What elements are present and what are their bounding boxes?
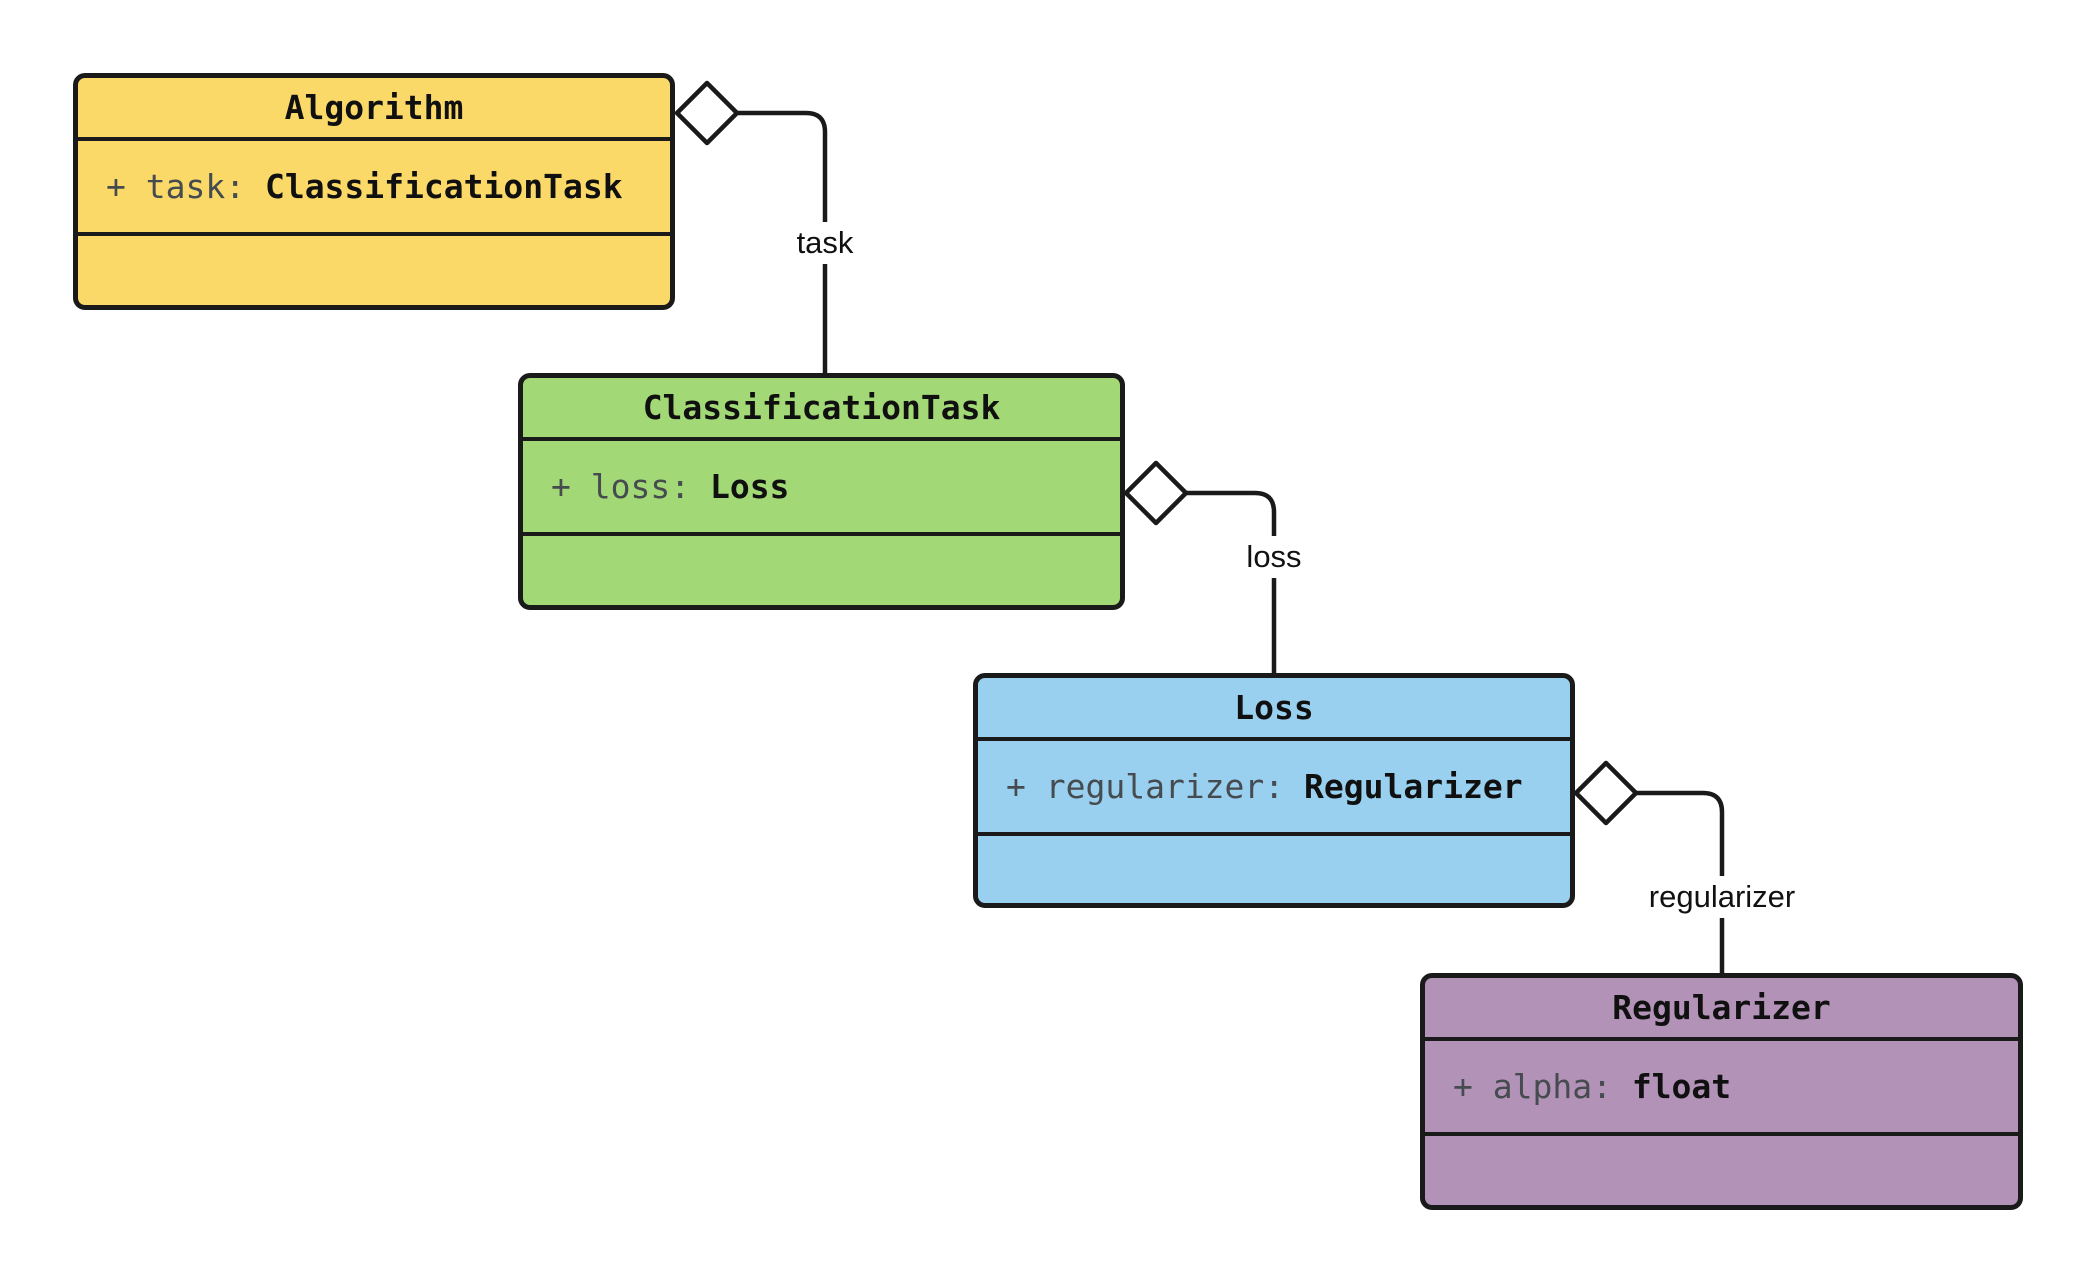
attribute-type: ClassificationTask [264,167,623,206]
class-box-classificationtask: ClassificationTask + loss: Loss [518,373,1125,610]
class-box-algorithm: Algorithm + task: ClassificationTask [73,73,675,310]
edge-connector-line [737,110,828,373]
attribute-type: float [1631,1067,1732,1106]
attribute-row: + alpha: float [1453,1067,2018,1106]
aggregation-diamond-icon [1123,460,1189,526]
edge-label-regularizer: regularizer [1640,876,1804,918]
class-title: Algorithm [78,78,670,141]
methods-compartment [523,536,1120,605]
edge-classificationtask-to-loss [1123,460,1277,673]
attribute-type: Loss [709,467,790,506]
attribute-name: + task: [106,167,265,206]
aggregation-diamond-icon [1573,760,1639,826]
attribute-name: + regularizer: [1006,767,1305,806]
edge-label-loss: loss [1238,536,1310,578]
attribute-name: + loss: [551,467,710,506]
attribute-row: + regularizer: Regularizer [1006,767,1570,806]
attribute-name: + alpha: [1453,1067,1632,1106]
methods-compartment [1425,1136,2018,1205]
edge-connector-line [1186,490,1277,673]
edge-loss-to-regularizer [1573,760,1725,973]
edge-label-task: task [788,222,862,264]
methods-compartment [978,836,1570,903]
class-box-regularizer: Regularizer + alpha: float [1420,973,2023,1210]
class-title: Regularizer [1425,978,2018,1041]
attribute-type: Regularizer [1304,767,1523,806]
class-title: Loss [978,678,1570,741]
attributes-compartment: + alpha: float [1425,1041,2018,1136]
methods-compartment [78,236,670,305]
edge-algorithm-to-classificationtask [674,80,828,373]
class-box-loss: Loss + regularizer: Regularizer [973,673,1575,908]
attributes-compartment: + task: ClassificationTask [78,141,670,236]
edge-connector-line [1636,790,1725,973]
attribute-row: + task: ClassificationTask [106,167,670,206]
aggregation-diamond-icon [674,80,740,146]
class-title: ClassificationTask [523,378,1120,441]
attributes-compartment: + regularizer: Regularizer [978,741,1570,836]
attributes-compartment: + loss: Loss [523,441,1120,536]
attribute-row: + loss: Loss [551,467,1120,506]
